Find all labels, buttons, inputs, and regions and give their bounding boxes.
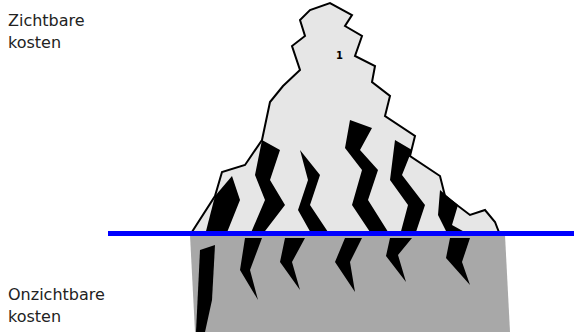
callout-number: 1 <box>336 50 350 62</box>
waterline <box>108 231 574 236</box>
ice-crevice <box>240 238 262 300</box>
ice-crevice <box>196 245 215 332</box>
ice-crevice <box>345 120 390 235</box>
section-label: Onzichtbare kosten <box>8 284 148 328</box>
ice-crevice <box>250 140 285 235</box>
ice-crevice <box>390 140 425 235</box>
visible-ice <box>190 3 500 235</box>
section-label: Zichtbare kosten <box>8 10 128 54</box>
submerged-ice <box>190 235 510 332</box>
ice-crevice <box>446 238 470 285</box>
ice-crevice <box>438 190 470 235</box>
ice-crevice <box>280 238 305 290</box>
ice-crevice <box>298 150 330 235</box>
ice-crevice <box>335 238 362 292</box>
ice-crevice <box>386 238 412 282</box>
ice-crevice <box>205 176 240 235</box>
